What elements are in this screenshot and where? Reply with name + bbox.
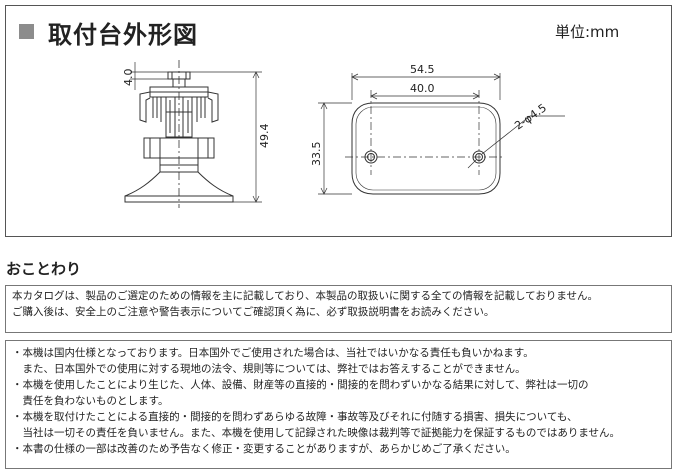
- notice-heading: おことわり: [6, 260, 82, 278]
- figure-frame: [5, 5, 672, 237]
- notice-line: 当社は一切その責任を負いません。また、本機を使用して記録された映像は裁判等で証拠…: [12, 427, 621, 439]
- notice-line: また、日本国外での使用に対する現地の法令、規則等については、弊社ではお答えするこ…: [12, 363, 526, 375]
- side-view-mount: [124, 60, 262, 208]
- unit-label: 単位:mm: [555, 23, 620, 41]
- notice-line: ・本書の仕様の一部は改善のため予告なく修正・変更することがありますが、あらかじめ…: [12, 443, 516, 455]
- liability-notice-box: ・本機は国内仕様となっております。日本国外でご使用された場合は、当社ではいかなる…: [5, 340, 672, 469]
- dim-top-height: 4.0: [122, 69, 135, 87]
- figure-title: 取付台外形図: [48, 21, 198, 49]
- disclaimer-line: 本カタログは、製品のご選定のための情報を主に記載しており、本製品の取扱いに関する…: [12, 290, 599, 302]
- dim-plate-width: 54.5: [410, 63, 435, 76]
- dim-plate-height: 33.5: [310, 142, 323, 167]
- notice-line: ・本機を使用したことにより生じた、人体、設備、財産等の直接的・間接的を問わずいか…: [12, 379, 589, 391]
- title-square-marker: [19, 24, 34, 39]
- notice-line: 責任を負わないものとします。: [12, 395, 169, 407]
- notice-line: ・本機は国内仕様となっております。日本国外でご使用された場合は、当社ではいかなる…: [12, 347, 534, 359]
- dim-total-height: 49.4: [258, 124, 271, 149]
- plate-view: [318, 73, 565, 195]
- catalog-disclaimer-box: 本カタログは、製品のご選定のための情報を主に記載しており、本製品の取扱いに関する…: [5, 285, 672, 333]
- disclaimer-line: ご購入後は、安全上のご注意や警告表示についてご確認頂く為に、必ず取扱説明書をお読…: [12, 306, 495, 318]
- mount-outline-drawing: 4.0 49.4 54.5 40.0 33.5 2-φ4.5: [122, 60, 565, 208]
- dim-hole-callout: 2-φ4.5: [512, 101, 549, 132]
- dim-hole-pitch: 40.0: [410, 82, 435, 95]
- notice-line: ・本機を取付けたことによる直接的・間接的を問わずあらゆる故障・事故等及びそれに付…: [12, 411, 578, 423]
